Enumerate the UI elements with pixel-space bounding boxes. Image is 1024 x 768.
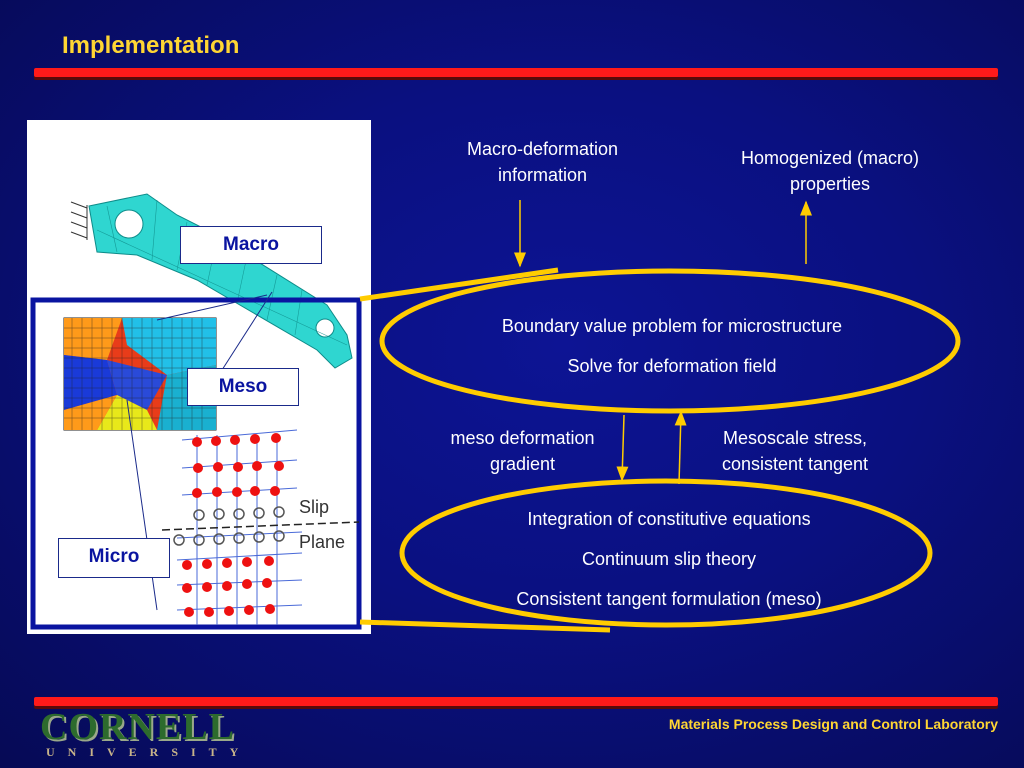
slide-title: Implementation (62, 32, 240, 59)
upper-ellipse-text: Boundary value problem for microstructur… (501, 316, 843, 376)
meso-mesh (63, 317, 217, 431)
plane-label: Plane (299, 532, 345, 552)
arrow-up-stress (674, 410, 687, 485)
clamp-marks (70, 201, 88, 240)
mesoscale-stress-text: Mesoscale stress,consistent tangent (721, 428, 869, 475)
arrow-down-meso (616, 414, 629, 482)
bottom-rule (34, 697, 998, 706)
cornell-logo: CORNELL (40, 706, 235, 748)
macro-label: Macro (180, 226, 322, 264)
lower-connector-bottom (359, 619, 611, 633)
upper-connector-top (359, 267, 559, 302)
footer-lab-name: Materials Process Design and Control Lab… (668, 716, 998, 732)
meso-label: Meso (187, 368, 299, 406)
multiscale-figure: Slip Plane (30, 193, 362, 630)
top-rule (34, 68, 998, 77)
meso-frame (30, 297, 362, 630)
micro-label: Micro (58, 538, 170, 578)
cornell-university-wordmark: UNIVERSITY (46, 745, 252, 759)
atomic-lattice: Slip Plane (161, 429, 360, 625)
lower-ellipse (399, 478, 933, 628)
homogenized-text: Homogenized (macro)properties (740, 148, 920, 195)
upper-ellipse (379, 268, 961, 414)
slip-label: Slip (299, 497, 329, 517)
